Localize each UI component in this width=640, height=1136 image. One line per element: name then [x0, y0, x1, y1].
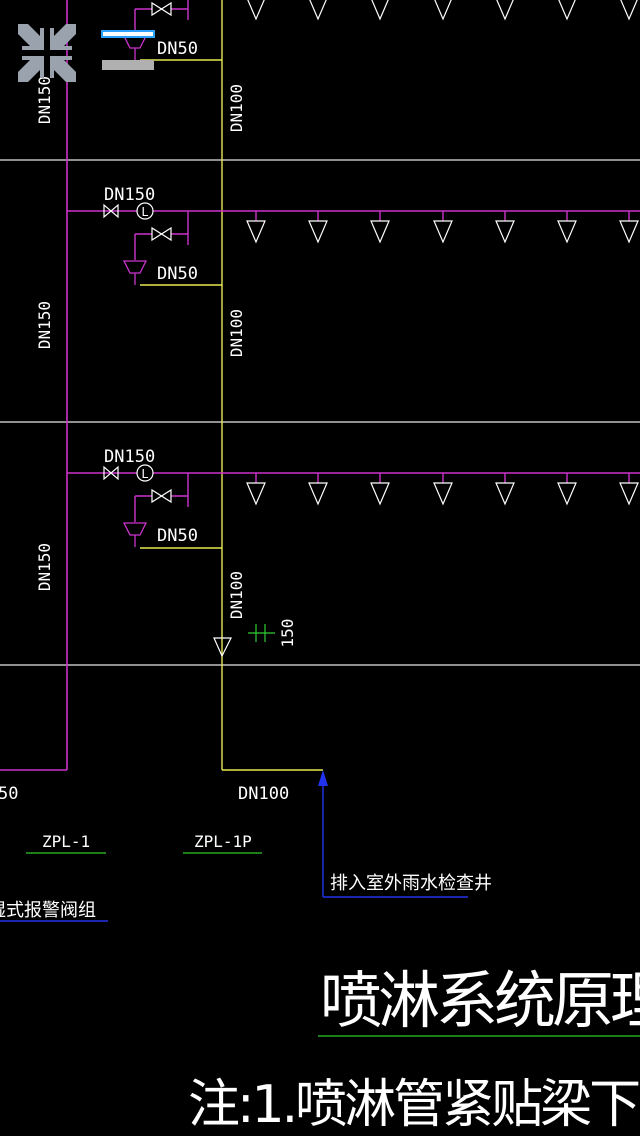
sprinkler-head-icon	[495, 220, 515, 244]
riser-size-1: DN150	[35, 76, 54, 124]
drain-note: 排入室外雨水检查井	[330, 873, 492, 894]
drain-size-label: DN50	[157, 264, 198, 284]
sprinkler-head-icon	[370, 482, 390, 506]
sprinkler-head-icon	[495, 482, 515, 506]
sprinkler-head-icon	[557, 220, 577, 244]
drain-funnel-icon	[122, 260, 148, 274]
riser-id-zpl-1: ZPL-1	[42, 832, 90, 851]
sprinkler-head-icon	[558, 0, 576, 21]
dimension-150	[248, 624, 275, 642]
test-riser-size-2: DN100	[227, 309, 246, 357]
gate-valve-icon	[103, 465, 119, 481]
gate-valve-icon	[103, 203, 119, 219]
test-valve-icon	[151, 1, 172, 17]
sprinkler-head-icon	[434, 0, 452, 21]
sprinkler-head-icon	[433, 482, 453, 506]
end-sprinkler-head	[213, 637, 232, 658]
riser-id-zpl-1p: ZPL-1P	[194, 832, 252, 851]
test-riser-size-1: DN100	[227, 84, 246, 132]
sprinkler-head-icon	[308, 220, 328, 244]
riser-size-3: DN150	[35, 543, 54, 591]
sprinkler-head-icon	[620, 0, 638, 21]
sprinkler-head-icon	[370, 220, 390, 244]
sprinkler-head-icon	[557, 482, 577, 506]
flow-switch-icon	[136, 464, 154, 482]
main-riser	[0, 0, 68, 771]
sprinkler-head-icon	[246, 482, 266, 506]
layer-toggle-icon[interactable]	[100, 28, 156, 74]
flow-switch-label: L	[141, 467, 148, 481]
test-valve-icon	[151, 488, 172, 504]
dimension-label: 150	[278, 619, 297, 648]
sprinkler-head-icon	[309, 0, 327, 21]
drain-size-label: DN50	[157, 39, 198, 59]
sprinkler-head-icon	[247, 0, 265, 21]
flow-switch-icon	[136, 202, 154, 220]
drain-funnel-icon	[122, 522, 148, 536]
test-riser	[140, 0, 323, 771]
pipe-size-bottom-drain: DN100	[238, 784, 289, 804]
floor-lines	[0, 159, 640, 666]
valve-note: 湿式报警阀组	[0, 900, 96, 921]
sprinkler-head-icon	[308, 482, 328, 506]
sprinkler-head-icon	[619, 220, 639, 244]
drain-leader	[322, 778, 468, 898]
test-riser-size-3: DN100	[227, 571, 246, 619]
sprinkler-head-icon	[496, 0, 514, 21]
drain-arrow-icon	[318, 770, 328, 786]
sprinkler-head-icon	[371, 0, 389, 21]
sprinkler-head-icon	[619, 482, 639, 506]
flow-switch-label: L	[141, 205, 148, 219]
sprinkler-head-icon	[246, 220, 266, 244]
pipe-size-bottom-left: 50	[0, 784, 18, 804]
riser-size-2: DN150	[35, 301, 54, 349]
drain-size-label: DN50	[157, 526, 198, 546]
collapse-arrows-icon[interactable]	[14, 20, 80, 86]
branch-size-label: DN150	[104, 185, 155, 205]
drawing-note: 注:1.喷淋管紧贴梁下安装	[188, 1075, 640, 1135]
sprinkler-head-icon	[433, 220, 453, 244]
branch-size-label: DN150	[104, 447, 155, 467]
test-valve-icon	[151, 226, 172, 242]
drawing-title: 喷淋系统原理图	[320, 964, 640, 1037]
